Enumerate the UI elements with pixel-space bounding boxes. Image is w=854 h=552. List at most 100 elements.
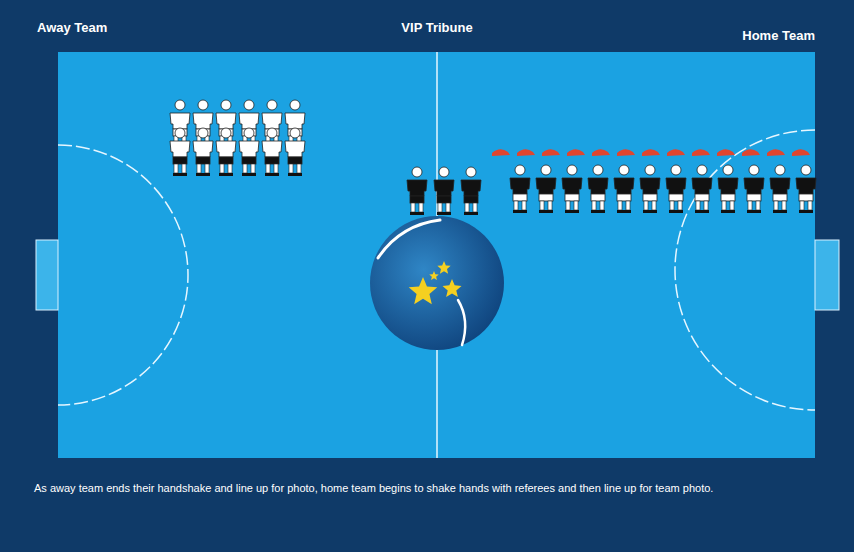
shirt [285,141,305,157]
shirt [588,178,608,194]
shorts [437,196,451,203]
leg [756,201,760,210]
star [429,271,439,280]
shoes [643,210,657,213]
shirt [170,113,190,129]
shoes [539,210,553,213]
leg [730,201,734,210]
shorts [539,194,553,201]
leg [800,201,804,210]
player-figure [239,128,259,176]
shoes [196,173,210,176]
shorts [288,157,302,164]
shorts [773,194,787,201]
head [697,165,707,175]
red-mark [592,149,610,156]
shirt [407,180,427,196]
leg [411,203,415,212]
leg [228,164,232,173]
shoes [242,173,256,176]
shorts [799,194,813,201]
player-figure [170,128,190,176]
shoes [669,210,683,213]
shirt [285,113,305,129]
player-figure [770,165,790,213]
leg [808,201,812,210]
star [409,277,438,304]
leg [540,201,544,210]
shorts [464,196,478,203]
player-figure [461,167,481,215]
shoes [617,210,631,213]
player-figure [614,165,634,213]
shirt [170,141,190,157]
head [645,165,655,175]
shorts [591,194,605,201]
center-logo [370,216,504,350]
player-figure [285,128,305,176]
shorts [265,157,279,164]
head [775,165,785,175]
head [221,100,231,110]
leg [652,201,656,210]
player-figure [640,165,660,213]
head [619,165,629,175]
shirt [239,141,259,157]
leg [782,201,786,210]
head [290,128,300,138]
head [671,165,681,175]
leg [600,201,604,210]
player-figure [193,128,213,176]
shirt [614,178,634,194]
head [749,165,759,175]
red-mark [717,149,735,156]
head [723,165,733,175]
shirt [536,178,556,194]
shorts [721,194,735,201]
star [437,261,450,274]
shirt [666,178,686,194]
head [801,165,811,175]
shirt [562,178,582,194]
leg [618,201,622,210]
red-mark [492,149,510,156]
shoes [173,173,187,176]
player-figure [562,165,582,213]
shirt [718,178,738,194]
leg [514,201,518,210]
shorts [173,157,187,164]
shirt [239,113,259,129]
logo-swoosh [378,220,440,258]
leg [297,164,301,173]
head [412,167,422,177]
leg [220,164,224,173]
player-figure [796,165,816,213]
shirt [262,141,282,157]
red-mark [617,149,635,156]
shoes [513,210,527,213]
red-mark [567,149,585,156]
shirt [216,141,236,157]
shirt [434,180,454,196]
shirt [770,178,790,194]
shorts [617,194,631,201]
leg [574,201,578,210]
player-figure [536,165,556,213]
leg [626,201,630,210]
leg [197,164,201,173]
shorts [695,194,709,201]
player-figure [216,128,236,176]
shorts [219,157,233,164]
leg [251,164,255,173]
shirt [510,178,530,194]
red-mark [642,149,660,156]
shirt [193,141,213,157]
shirt [216,113,236,129]
shorts [242,157,256,164]
shirt [262,113,282,129]
head [593,165,603,175]
shoes [288,173,302,176]
